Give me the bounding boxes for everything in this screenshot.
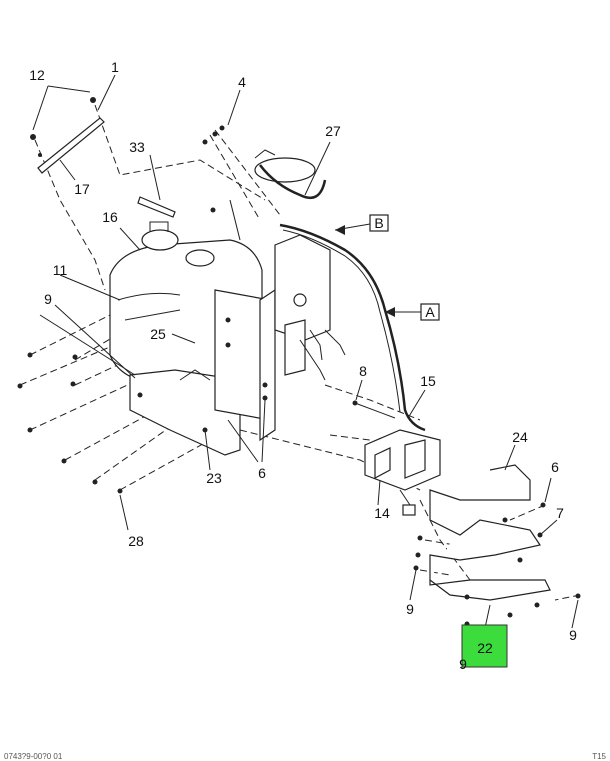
hose-15 xyxy=(279,223,426,432)
callout-labels: 1 12 17 33 4 27 16 11 9 25 23 6 28 8 15 … xyxy=(29,59,577,672)
view-ref-b-label: B xyxy=(374,215,383,231)
strip-33 xyxy=(137,196,176,218)
callout-22: 22 xyxy=(477,640,493,656)
bracket-24 xyxy=(429,464,551,618)
callout-14: 14 xyxy=(374,505,390,521)
callout-9-left: 9 xyxy=(44,291,52,307)
callout-15: 15 xyxy=(420,373,436,389)
callout-12: 12 xyxy=(29,67,45,83)
callout-1: 1 xyxy=(111,59,119,75)
highlight-22-box xyxy=(461,624,508,668)
footer-left: 0743?9-00?0 01 xyxy=(4,752,63,761)
hose-27 xyxy=(254,149,327,200)
callout-25: 25 xyxy=(150,326,166,342)
bolts-4 xyxy=(202,125,241,241)
callout-9-right: 9 xyxy=(569,627,577,643)
callout-23: 23 xyxy=(206,470,222,486)
frame-bracket-23 xyxy=(129,288,276,456)
callout-9-bottom: 9 xyxy=(459,656,467,672)
callout-8: 8 xyxy=(359,363,367,379)
valve-14 xyxy=(364,429,441,516)
callout-4: 4 xyxy=(238,74,246,90)
callout-24: 24 xyxy=(512,429,528,445)
footer-right: T15 xyxy=(592,752,606,761)
callout-16: 16 xyxy=(102,209,118,225)
callout-33: 33 xyxy=(129,139,145,155)
view-ref-a-label: A xyxy=(425,304,435,320)
bolt-8 xyxy=(352,400,396,419)
callout-17: 17 xyxy=(74,181,90,197)
center-mount xyxy=(274,234,346,381)
callout-6-center: 6 xyxy=(258,465,266,481)
view-ref-a: A xyxy=(385,303,440,321)
callout-7: 7 xyxy=(556,505,564,521)
callout-6-right: 6 xyxy=(551,459,559,475)
callout-9-mid: 9 xyxy=(406,601,414,617)
bracket-17 xyxy=(30,97,105,174)
callout-28: 28 xyxy=(128,533,144,549)
callout-27: 27 xyxy=(325,123,341,139)
view-ref-b: B xyxy=(334,214,389,235)
callout-11: 11 xyxy=(53,262,68,278)
